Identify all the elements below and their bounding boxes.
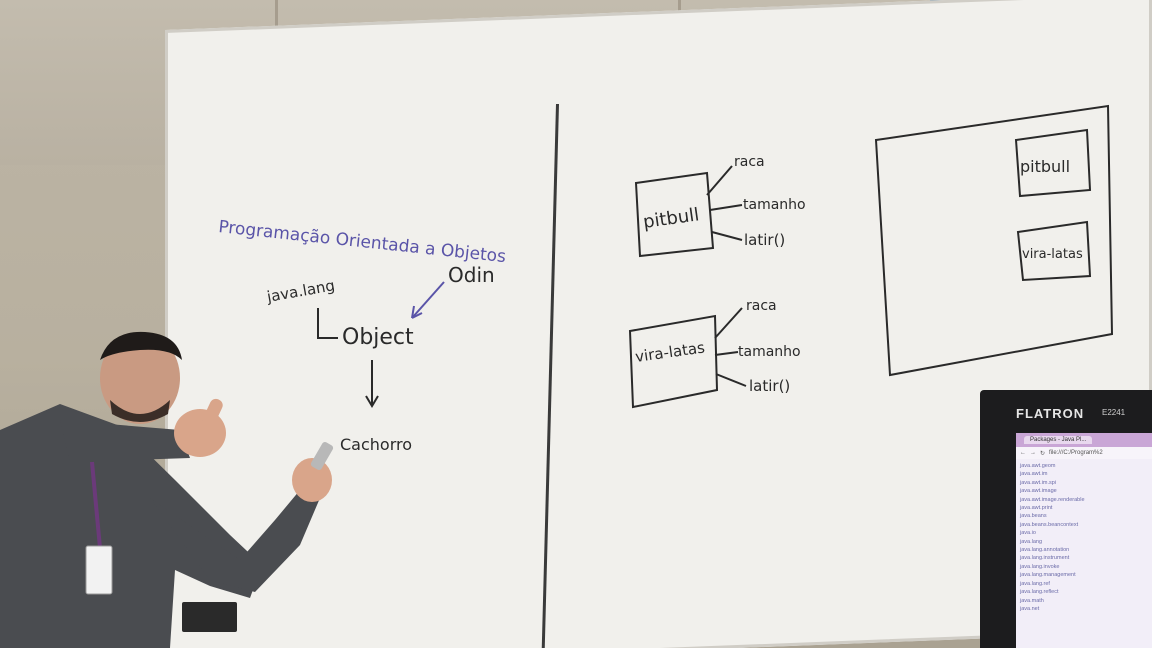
browser-address-bar[interactable]: ← → ↻ file:///C:/Program%2 — [1016, 447, 1152, 459]
attr-raca: raca — [746, 298, 777, 314]
presenter — [0, 331, 334, 648]
hair — [100, 331, 182, 360]
browser-tab-bar: Packages - Java Pl... — [1016, 433, 1152, 447]
package-link[interactable]: java.lang.invoke — [1020, 563, 1060, 570]
attr-raca: raca — [734, 154, 765, 170]
id-badge — [85, 545, 113, 595]
left-arm — [60, 420, 190, 462]
package-link[interactable]: java.lang.annotation — [1020, 547, 1070, 554]
lanyard — [90, 461, 102, 549]
subclass-label: Cachorro — [340, 435, 412, 454]
package-link[interactable]: java.awt.print — [1020, 505, 1053, 512]
attr-latir: latir() — [744, 231, 785, 249]
browser-tab[interactable]: Packages - Java Pl... — [1024, 436, 1093, 444]
attribute-links — [706, 165, 743, 241]
monitor: FLATRON E2241 Packages - Java Pl... ← → … — [980, 390, 1152, 648]
marker — [310, 441, 334, 471]
right-hand — [292, 458, 332, 502]
package-link[interactable]: java.beans — [1020, 513, 1047, 520]
annotation-label: Odin — [448, 263, 495, 287]
package-link[interactable]: java.lang.ref — [1020, 580, 1050, 587]
monitor-brand: FLATRON — [1016, 406, 1085, 421]
package-link[interactable]: java.beans.beancontext — [1020, 521, 1079, 528]
package-link[interactable]: java.lang.instrument — [1020, 555, 1070, 562]
head — [100, 332, 180, 424]
package-label: java.lang — [265, 276, 337, 306]
class-box-vira-latas — [628, 314, 719, 409]
back-icon[interactable]: ← — [1020, 450, 1026, 456]
object-label: pitbull — [1020, 157, 1070, 176]
memory-container — [874, 104, 1114, 377]
package-link[interactable]: java.lang — [1020, 538, 1043, 545]
inheritance-arrow — [365, 360, 379, 408]
package-link[interactable]: java.awt.image.renderable — [1020, 496, 1085, 503]
thumb — [202, 398, 223, 428]
attribute-links — [714, 307, 747, 387]
attr-latir: latir() — [749, 377, 790, 395]
object-label: vira-latas — [1022, 247, 1083, 262]
package-link[interactable]: java.io — [1020, 530, 1036, 537]
package-link[interactable]: java.lang.reflect — [1020, 589, 1059, 596]
title-text: Programação Orientada a Objetos — [217, 217, 506, 267]
attr-tamanho: tamanho — [743, 197, 806, 213]
monitor-model: E2241 — [1102, 408, 1126, 417]
package-link[interactable]: java.math — [1020, 597, 1044, 604]
sweater — [0, 404, 262, 648]
wall-outlet — [182, 602, 237, 632]
class-box-label: pitbull — [642, 204, 701, 233]
annotation-arrow — [411, 281, 445, 319]
beard — [110, 400, 170, 422]
package-link[interactable]: java.net — [1020, 605, 1040, 612]
class-box-pitbull — [634, 171, 715, 258]
package-link[interactable]: java.awt.im.spi — [1020, 479, 1057, 486]
class-box-label: vira-latas — [634, 338, 706, 366]
object-box-pitbull — [1014, 128, 1092, 198]
address-text: file:///C:/Program%2 — [1049, 450, 1103, 456]
tree-connector — [317, 308, 338, 339]
monitor-screen: Packages - Java Pl... ← → ↻ file:///C:/P… — [1016, 433, 1152, 648]
arrow-head — [411, 305, 423, 319]
package-link[interactable]: java.awt.image — [1020, 488, 1057, 495]
root-class-label: Object — [342, 325, 414, 350]
forward-icon[interactable]: → — [1030, 450, 1036, 456]
package-link[interactable]: java.awt.im — [1020, 471, 1048, 478]
right-arm — [150, 490, 320, 592]
object-box-vira-latas — [1016, 220, 1092, 282]
package-link[interactable]: java.lang.management — [1020, 572, 1076, 579]
attr-tamanho: tamanho — [738, 344, 801, 360]
package-link[interactable]: java.awt.geom — [1020, 463, 1056, 469]
reload-icon[interactable]: ↻ — [1040, 450, 1046, 457]
